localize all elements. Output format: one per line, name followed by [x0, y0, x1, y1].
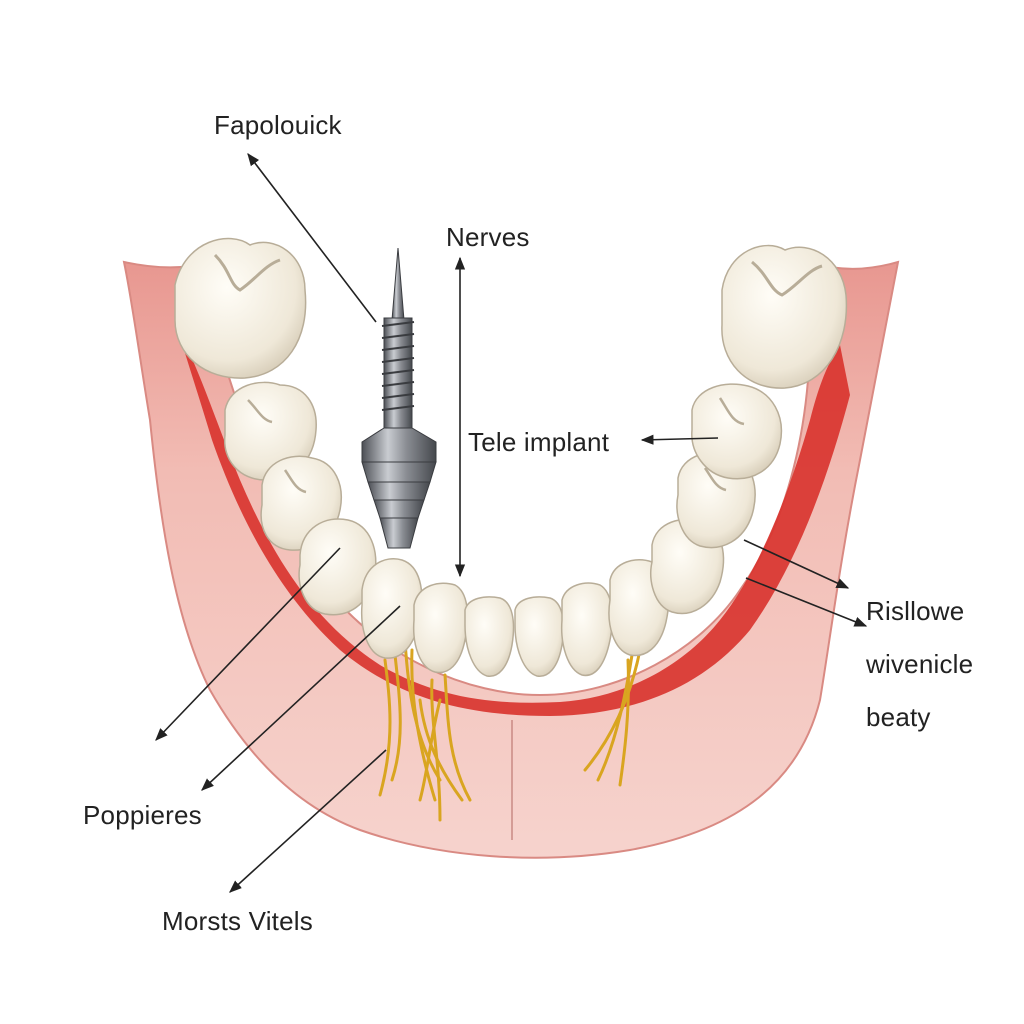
label-morsts: Morsts Vitels	[162, 906, 313, 936]
leader-poppieres-1	[155, 547, 341, 741]
leader-implant	[640, 434, 719, 445]
leader-morsts	[229, 749, 387, 893]
leader-rislowe-2	[745, 577, 868, 627]
label-rislowe-line3: beaty	[866, 702, 931, 732]
leader-poppieres-2	[201, 605, 401, 791]
tooth-incisor-3	[514, 596, 565, 677]
tooth-left-molar	[174, 237, 307, 379]
tooth-incisor-4	[560, 582, 613, 677]
label-implant: Tele implant	[468, 427, 610, 457]
label-rislowe-line1: Risllowe	[866, 596, 965, 626]
tooth-right-2	[691, 383, 783, 480]
tooth-left-2	[224, 381, 317, 481]
nerve-bundle-right	[583, 648, 642, 787]
leader-lines	[155, 152, 868, 893]
nerve-bundle-left	[378, 638, 472, 822]
tooth-incisor-2	[464, 596, 515, 677]
label-fapolouick: Fapolouick	[214, 110, 342, 140]
tooth-incisor-1	[412, 582, 469, 674]
tooth-right-molar	[721, 244, 848, 389]
leader-rislowe-1	[743, 539, 850, 589]
label-rislowe-line2: wivenicle	[866, 649, 974, 679]
label-poppieres: Poppieres	[83, 800, 202, 830]
tooth-left-5	[360, 558, 423, 659]
teeth	[174, 237, 848, 677]
leader-fapolouick	[247, 152, 377, 323]
label-rislowe-group: Risllowe wivenicle beaty	[866, 585, 973, 744]
dental-implant	[361, 247, 437, 549]
label-nerves: Nerves	[446, 222, 530, 252]
